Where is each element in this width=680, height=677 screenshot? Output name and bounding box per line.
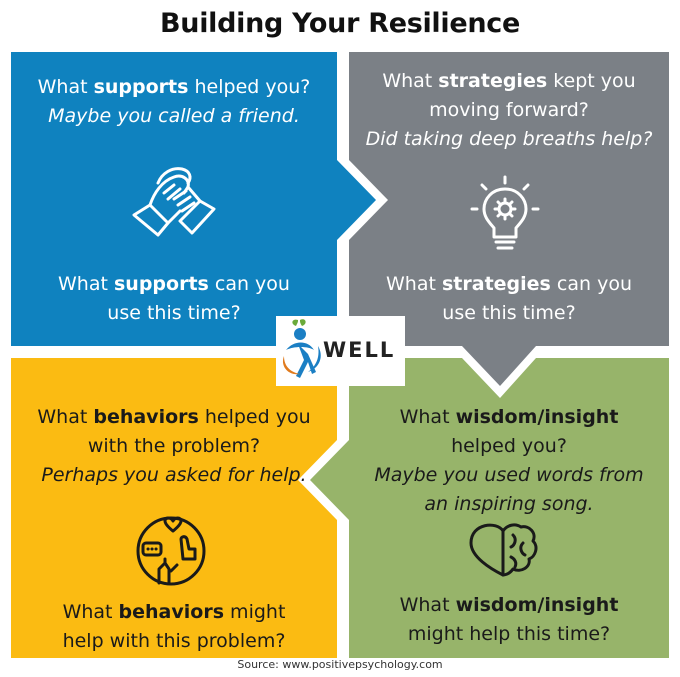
well-logo-text: WELL <box>323 338 396 362</box>
well-logo-figure-icon <box>282 319 321 378</box>
strategies-question-2: What strategies can you use this time? <box>386 273 632 324</box>
behaviors-question-1: What behaviors helped you with the probl… <box>37 406 311 486</box>
lightbulb-gear-icon <box>470 175 540 259</box>
supports-panel <box>11 52 376 346</box>
well-logo: WELL <box>276 316 405 386</box>
supports-question-1: What supports helped you? Maybe you call… <box>37 76 311 127</box>
wisdom-question-2: What wisdom/insight might help this time… <box>399 594 619 645</box>
heart-brain-icon <box>467 521 539 581</box>
wisdom-panel <box>310 358 669 658</box>
page-title: Building Your Resilience <box>160 8 520 39</box>
behaviors-question-2: What behaviors might help with this prob… <box>62 601 286 652</box>
helping-hand-icon <box>135 515 207 591</box>
source-credit: Source: www.positivepsychology.com <box>237 658 443 671</box>
wisdom-question-1: What wisdom/insight helped you? Maybe yo… <box>374 406 644 515</box>
strategies-panel <box>349 52 669 386</box>
supports-question-2: What supports can you use this time? <box>58 273 290 324</box>
handshake-icon <box>128 163 220 241</box>
strategies-question-1: What strategies kept you moving forward?… <box>365 70 653 150</box>
behaviors-panel <box>11 358 337 658</box>
